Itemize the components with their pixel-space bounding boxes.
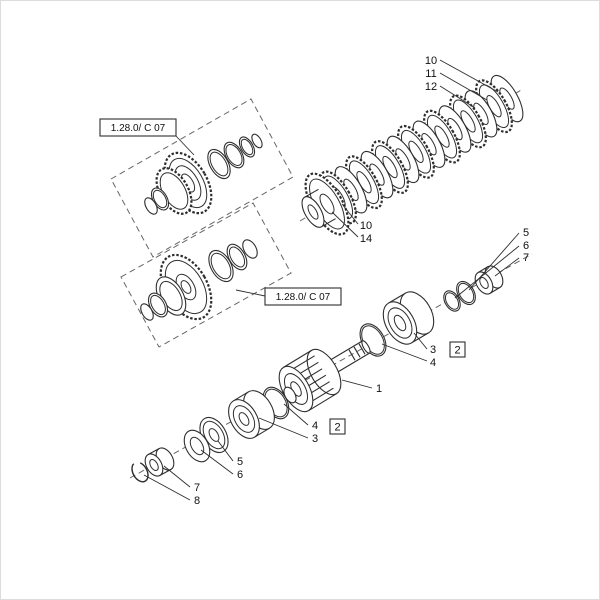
- callout-8: 8: [194, 495, 200, 507]
- leader-line: [454, 245, 520, 299]
- leader-line: [413, 332, 428, 350]
- leader-line: [163, 465, 191, 488]
- leader-line: [341, 203, 359, 225]
- callout-10-top: 10: [425, 55, 437, 67]
- reference-box-top: 1.28.0/ C 07: [99, 118, 177, 137]
- clutch-disc-stack: [301, 70, 530, 236]
- callout-6-right: 6: [523, 240, 529, 252]
- leader-line: [217, 440, 234, 462]
- leader-line: [439, 85, 476, 109]
- callout-3-left: 3: [312, 433, 318, 445]
- reference-box-middle: 1.28.0/ C 07: [264, 287, 342, 306]
- callout-box-2-left: 2: [329, 418, 346, 435]
- clutch-piston-drum: [382, 291, 435, 345]
- clutch-drum-ring-gear: [301, 172, 350, 236]
- leader-line: [331, 211, 359, 238]
- callout-7-right: 7: [523, 252, 529, 264]
- leader-line: [283, 403, 309, 426]
- leader-line: [494, 257, 520, 277]
- clutch-shaft: [278, 340, 371, 413]
- snap-ring: [131, 461, 149, 483]
- leader-line: [200, 449, 234, 475]
- callout-7-left: 7: [194, 482, 200, 494]
- callout-5-left: 5: [237, 456, 243, 468]
- callout-10-mid: 10: [360, 220, 372, 232]
- callout-1: 1: [376, 383, 382, 395]
- clutch-piston-cup: [228, 390, 275, 439]
- leader-line: [258, 417, 309, 439]
- reference-cluster-top: [144, 133, 263, 215]
- callout-3-right: 3: [430, 344, 436, 356]
- leader-line: [381, 343, 428, 362]
- callout-2-right: 2: [454, 345, 460, 357]
- callout-11: 11: [425, 68, 436, 80]
- reference-label: 1.28.0/ C 07: [276, 292, 331, 303]
- leader-line: [143, 474, 191, 501]
- right-bushing-and-rings: [443, 265, 504, 312]
- callout-14: 14: [360, 233, 372, 245]
- leader-line: [175, 135, 195, 156]
- reference-frame-top: [110, 98, 294, 258]
- leader-line: [439, 59, 499, 93]
- callout-box-2-right: 2: [449, 341, 466, 358]
- leader-line: [439, 72, 488, 101]
- callout-4-right: 4: [430, 357, 436, 369]
- reference-cluster-middle: [140, 239, 258, 321]
- left-bushing: [144, 447, 175, 477]
- reference-frame-middle: [120, 202, 292, 348]
- callout-6-left: 6: [237, 469, 243, 481]
- callout-2-left: 2: [334, 422, 340, 434]
- leader-line: [341, 379, 373, 389]
- callout-4-left: 4: [312, 420, 318, 432]
- callout-5-right: 5: [523, 227, 529, 239]
- callout-12: 12: [425, 81, 437, 93]
- leader-line: [468, 232, 520, 291]
- leader-line: [235, 289, 266, 297]
- bearing-ring: [183, 429, 211, 463]
- reference-label: 1.28.0/ C 07: [111, 123, 166, 134]
